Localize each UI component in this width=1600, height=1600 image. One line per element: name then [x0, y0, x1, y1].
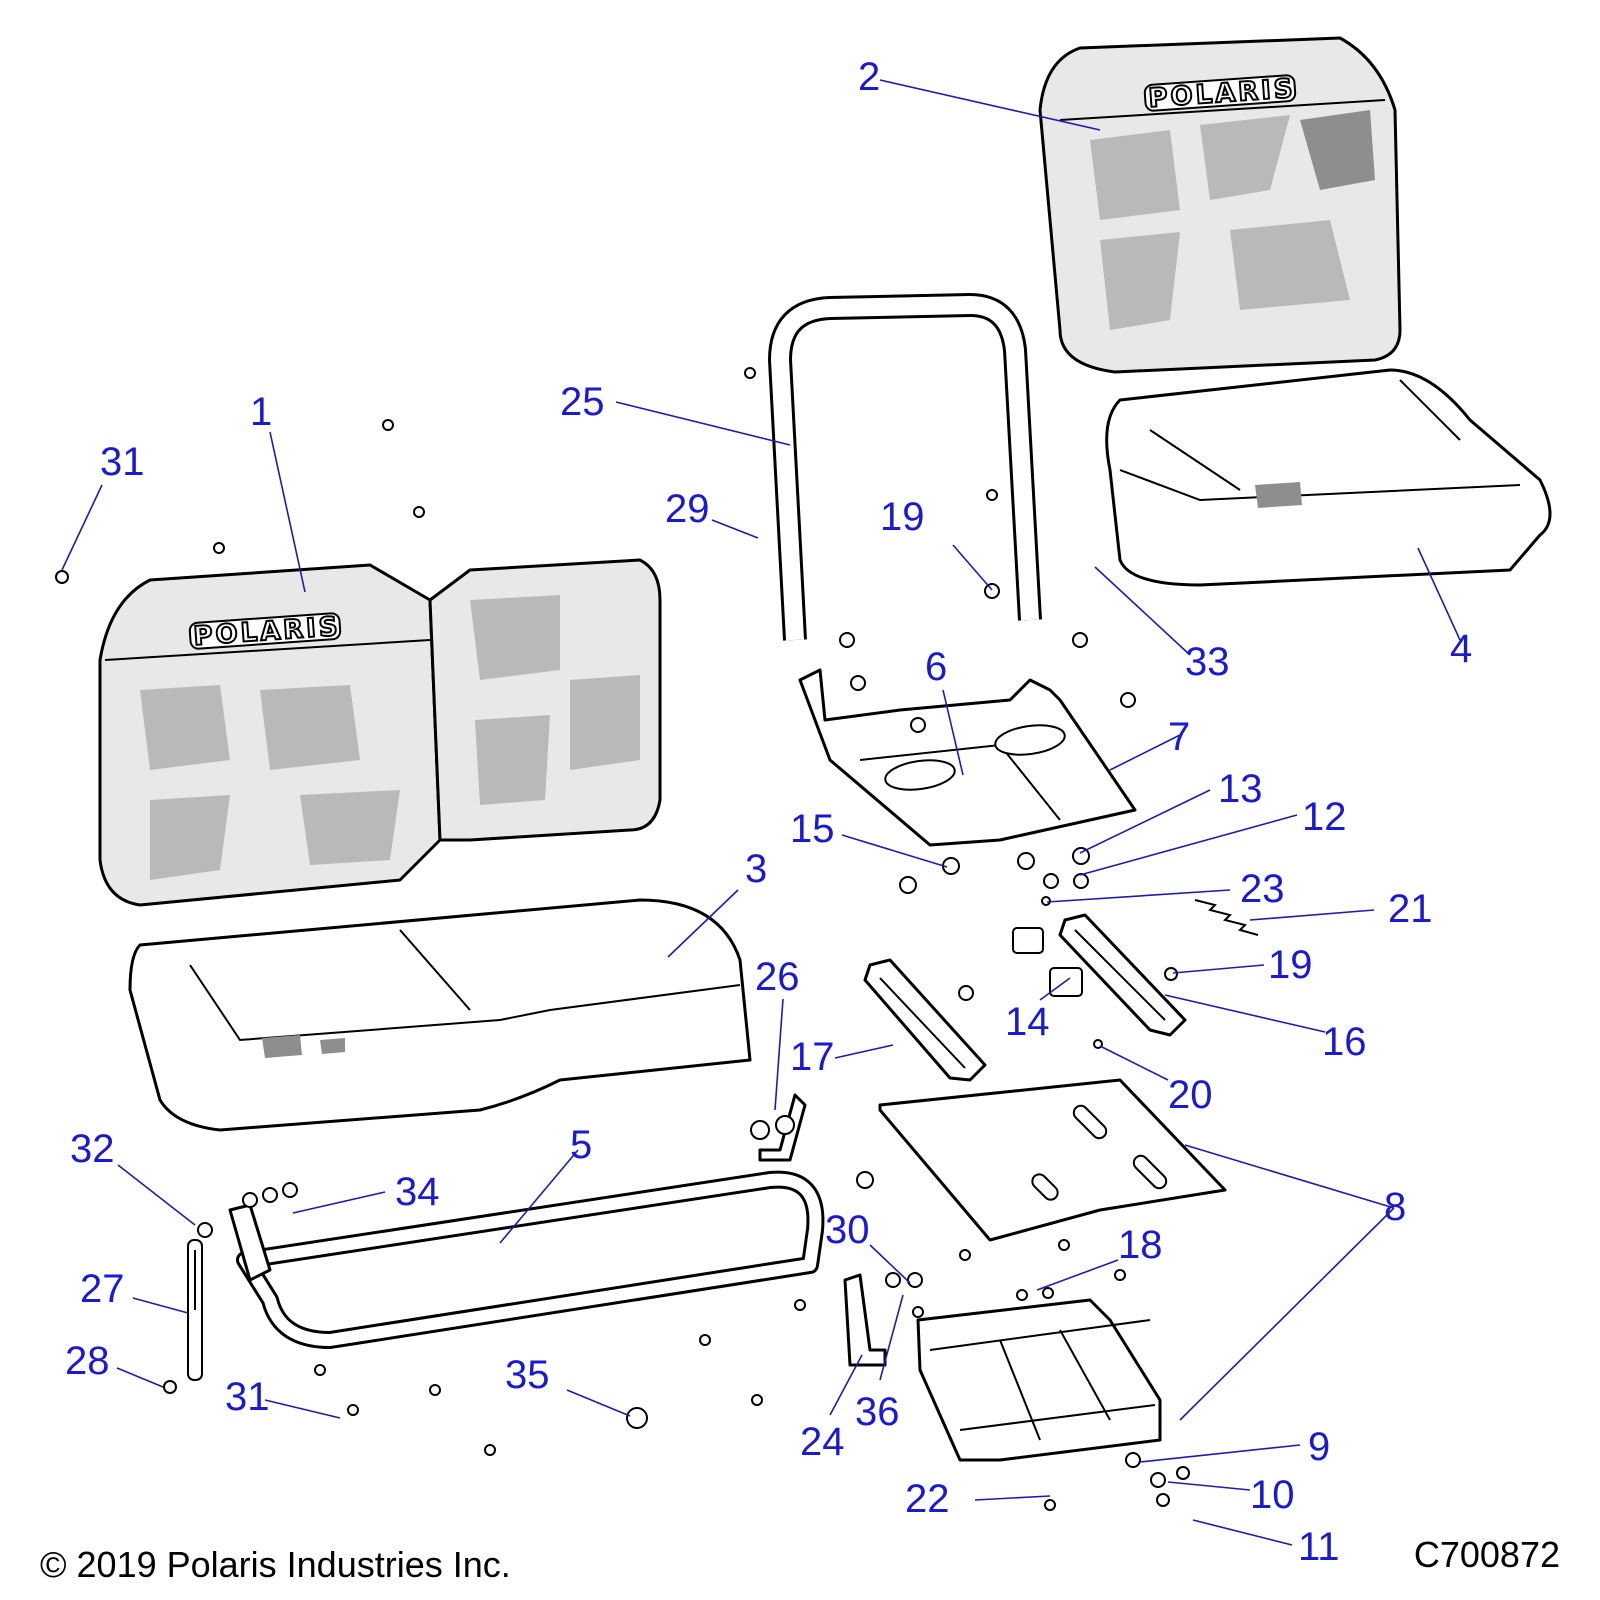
callout-33: 33: [1185, 640, 1230, 684]
callout-28: 28: [65, 1339, 110, 1383]
seat-bottom-bench-left: [128, 898, 752, 1132]
leader-lines: [61, 79, 1461, 1546]
callout-12: 12: [1302, 795, 1347, 839]
upper-seat-bracket: [798, 668, 1137, 847]
drawing-number: C700872: [1414, 1534, 1560, 1575]
callout-2: 2: [858, 55, 880, 99]
callout-35: 35: [505, 1353, 550, 1397]
seat-back-bench-left: POLARIS: [98, 558, 662, 907]
callout-27: 27: [80, 1267, 125, 1311]
callout-31-upper: 31: [100, 440, 145, 484]
callout-15: 15: [790, 807, 835, 851]
callout-31-lower: 31: [225, 1375, 270, 1419]
callout-1: 1: [250, 390, 272, 434]
callout-29: 29: [665, 487, 710, 531]
lower-seat-frame: [228, 1093, 825, 1349]
slide-rail-left: [863, 958, 987, 1082]
seat-bottom-right: [1105, 368, 1552, 587]
callout-labels: 1 2 3 4 5 6 7 8 9 10 11 12 13 14 15 16 1…: [65, 55, 1472, 1569]
callout-17: 17: [790, 1035, 835, 1079]
seat-riser-base: [916, 1298, 1162, 1462]
callout-5: 5: [570, 1123, 592, 1167]
callout-32: 32: [70, 1127, 115, 1171]
callout-19-lower: 19: [1268, 943, 1313, 987]
callout-36: 36: [855, 1390, 900, 1434]
slide-rail-right: [1058, 913, 1187, 1037]
seat-base-plate: [878, 1078, 1227, 1242]
callout-8: 8: [1384, 1185, 1406, 1229]
callout-10: 10: [1250, 1473, 1295, 1517]
callout-16: 16: [1322, 1020, 1367, 1064]
callout-6: 6: [925, 645, 947, 689]
callout-23: 23: [1240, 867, 1285, 911]
callout-13: 13: [1218, 767, 1263, 811]
callout-34: 34: [395, 1170, 440, 1214]
callout-4: 4: [1450, 627, 1472, 671]
seat-back-right: POLARIS: [1038, 36, 1402, 374]
callout-26: 26: [755, 955, 800, 999]
callout-19-upper: 19: [880, 495, 925, 539]
callout-25: 25: [560, 380, 605, 424]
fasteners: [55, 367, 1190, 1511]
callout-7: 7: [1168, 715, 1190, 759]
callout-20: 20: [1168, 1073, 1213, 1117]
callout-18: 18: [1118, 1223, 1163, 1267]
callout-14: 14: [1005, 1000, 1050, 1044]
spring: [1194, 899, 1259, 936]
angle-bracket: [843, 1273, 887, 1367]
callout-11: 11: [1298, 1525, 1340, 1569]
callout-24: 24: [800, 1420, 845, 1464]
gas-strut: [187, 1239, 203, 1381]
callout-21: 21: [1388, 887, 1433, 931]
seat-back-frame-tube: [768, 293, 1042, 641]
copyright-notice: © 2019 Polaris Industries Inc.: [40, 1544, 511, 1585]
callout-22: 22: [905, 1477, 950, 1521]
callout-3: 3: [745, 847, 767, 891]
callout-9: 9: [1308, 1425, 1330, 1469]
callout-30: 30: [825, 1208, 870, 1252]
